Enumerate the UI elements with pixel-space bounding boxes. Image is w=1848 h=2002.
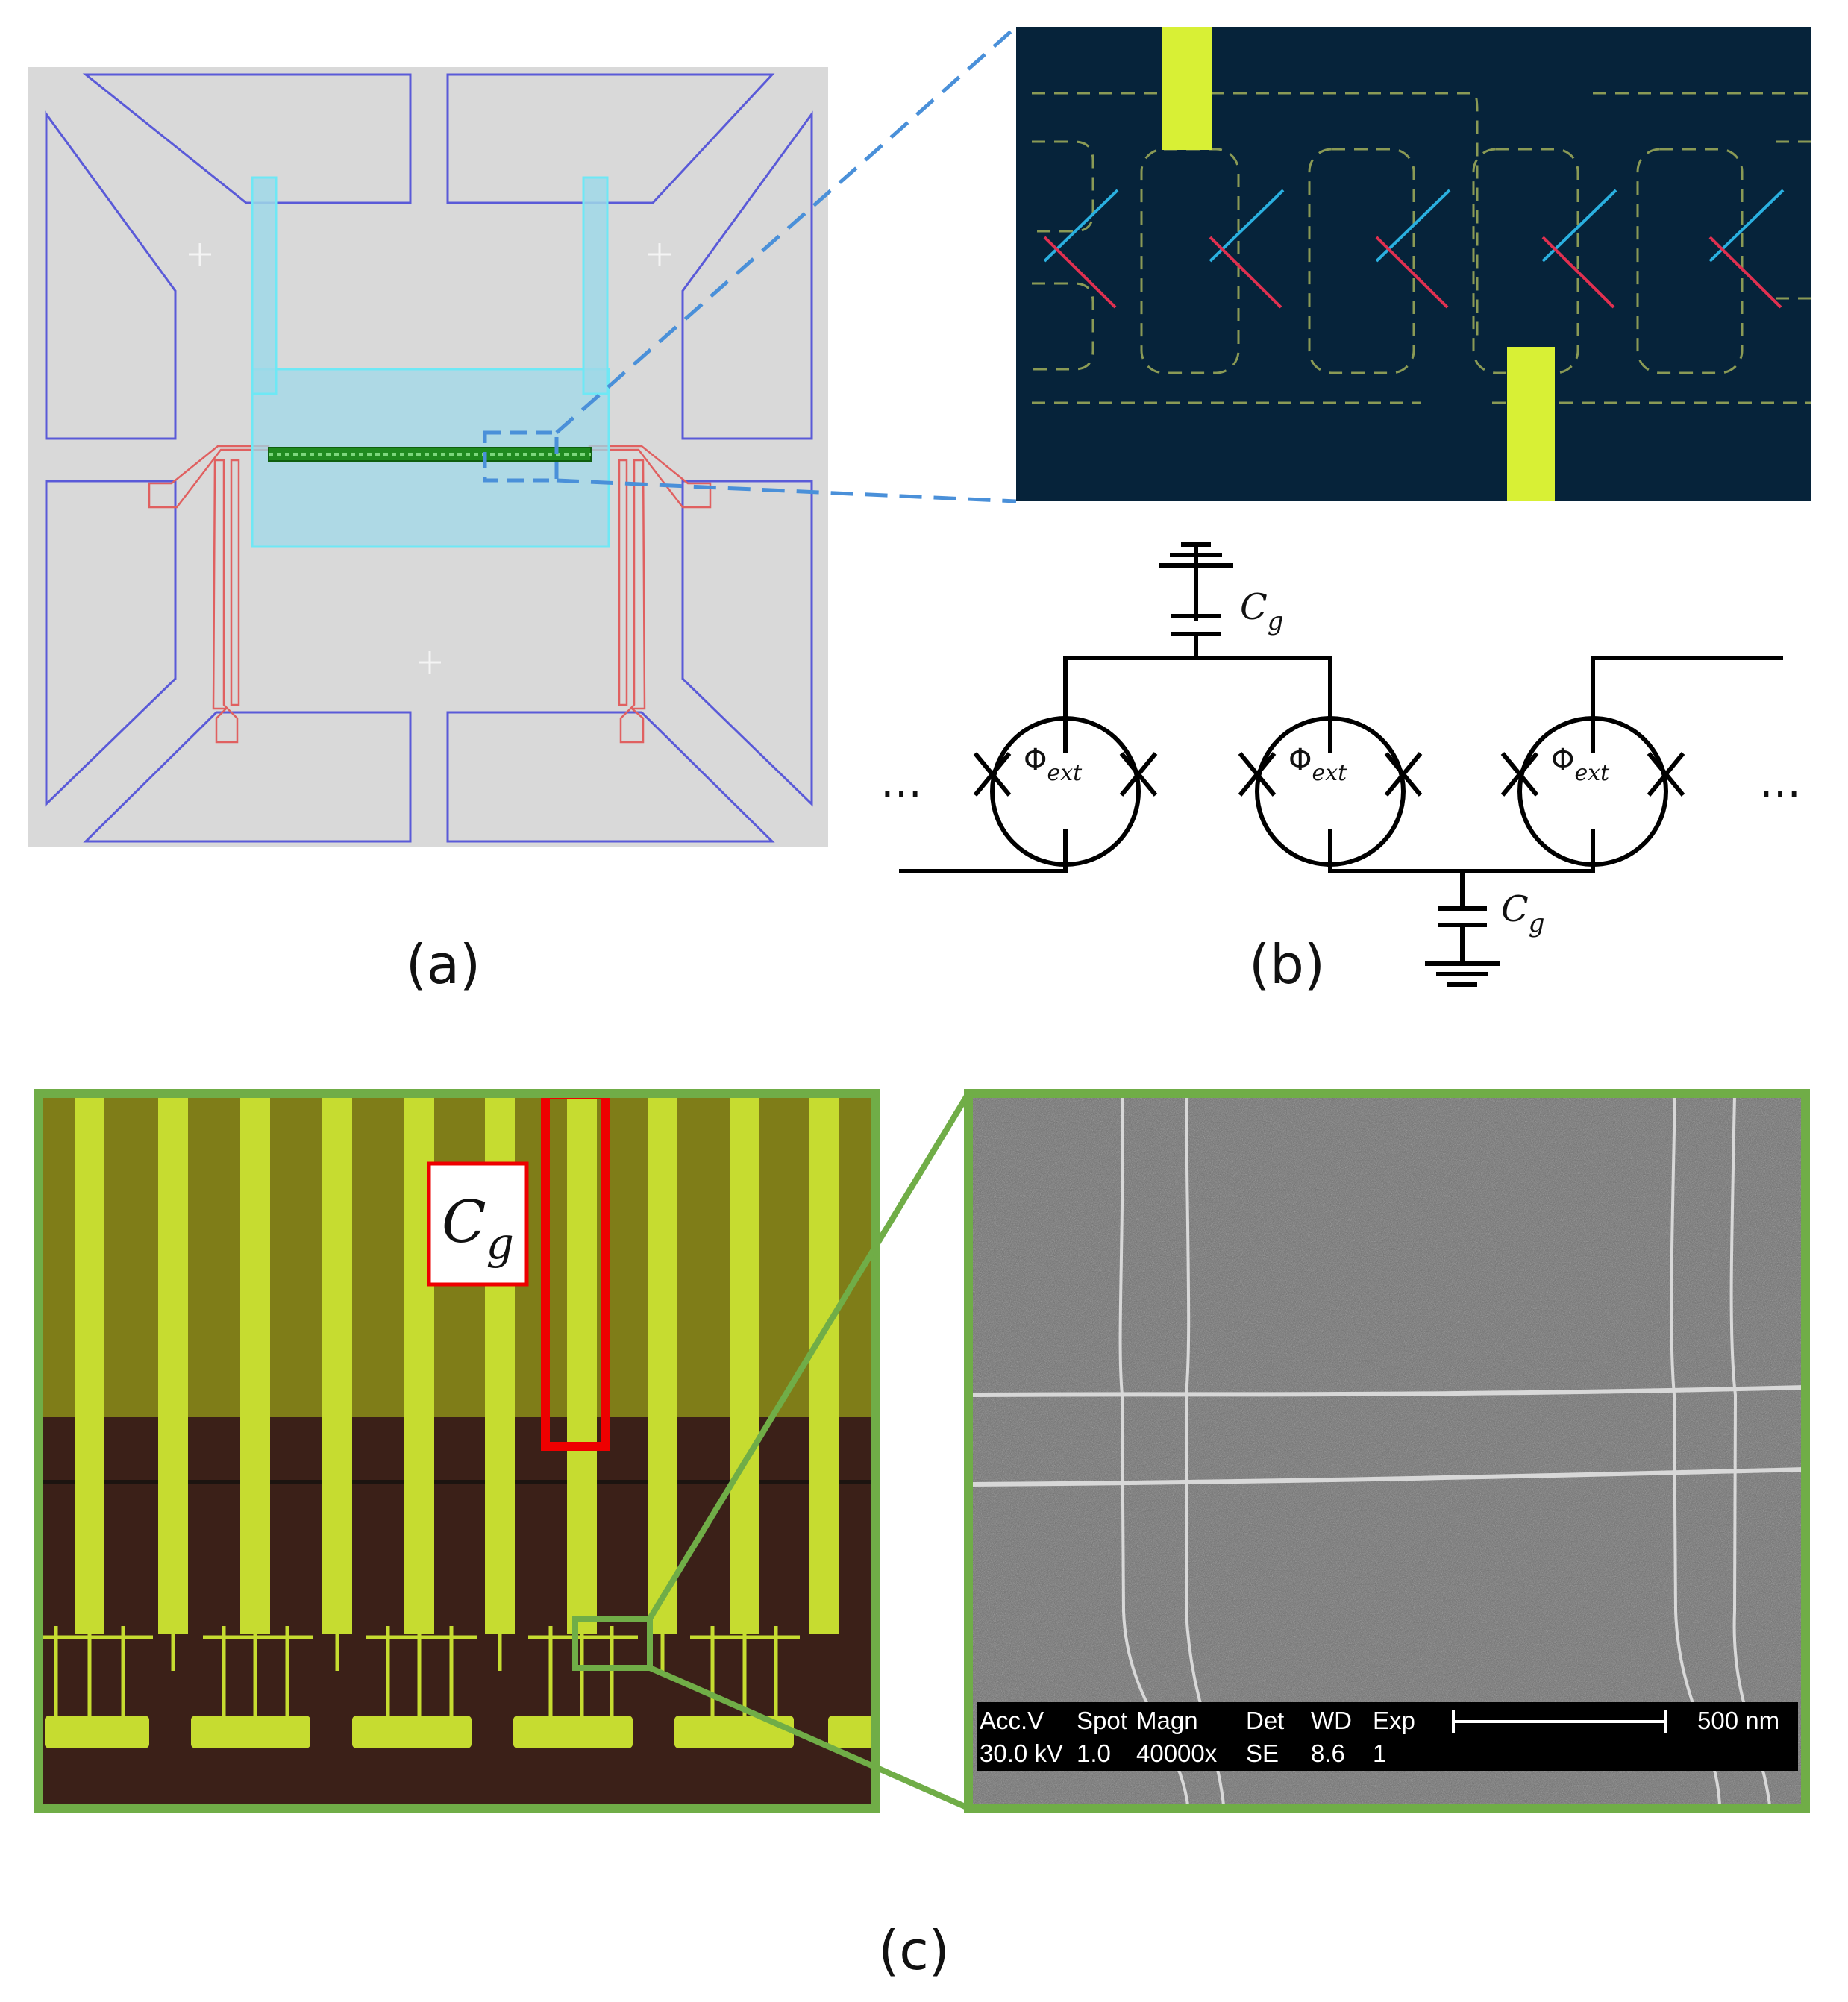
sem-scale-bar — [1452, 1710, 1667, 1733]
top-bridge — [1063, 656, 1332, 753]
svg-text:Acc.V: Acc.V — [980, 1707, 1044, 1734]
junction-wires — [41, 1626, 800, 1716]
panel-b-labels: Cg Cg Φext Φext Φext … … (b) — [880, 586, 1801, 996]
svg-text:Spot: Spot — [1077, 1707, 1127, 1734]
capacitor-bottom — [1438, 906, 1487, 927]
cap-label-top: Cg — [1240, 586, 1284, 636]
junction-pads — [45, 1716, 873, 1748]
sem-zoom-marker — [572, 1616, 653, 1671]
sem-info-header: Acc.V Spot Magn Det WD Exp — [980, 1707, 1415, 1734]
capacitor-finger-bottom — [1507, 347, 1555, 501]
flux-label-2: Φext — [1288, 743, 1347, 786]
capacitor-top — [1171, 614, 1221, 636]
svg-text:8.6: 8.6 — [1311, 1739, 1345, 1767]
bond-pad-bottom-right — [446, 711, 775, 843]
ellipsis-left: … — [880, 759, 922, 807]
sem-frame — [964, 1089, 1810, 1813]
flux-label-1: Φext — [1024, 743, 1083, 786]
sem-zoom-connectors — [647, 1091, 971, 1811]
ground-top — [1159, 542, 1233, 568]
capacitor-finger-top — [1162, 27, 1212, 150]
sem-info-values: 30.0 kV 1.0 40000x SE 8.6 1 — [980, 1739, 1386, 1767]
bond-pad-top-left — [82, 73, 412, 204]
svg-text:30.0 kV: 30.0 kV — [980, 1739, 1063, 1767]
cg-annotation-box — [427, 1161, 529, 1287]
bond-pad-right-upper — [681, 110, 813, 440]
junction-crosses — [973, 752, 1685, 797]
svg-text:1.0: 1.0 — [1077, 1739, 1111, 1767]
svg-text:Magn: Magn — [1136, 1707, 1198, 1734]
panel-a-layout — [28, 67, 828, 847]
sem-scale-label: 500 nm — [1697, 1707, 1779, 1734]
panel-c-optical: Cg — [34, 1089, 880, 1813]
sem-noise — [968, 1093, 1805, 1808]
junction-chain — [268, 447, 592, 462]
sem-info-bar — [977, 1702, 1798, 1771]
cap-label-bottom: Cg — [1501, 888, 1545, 938]
panel-b-label: (b) — [1249, 933, 1325, 996]
panel-a-label: (a) — [406, 933, 480, 996]
cg-annotation-text: Cg — [442, 1189, 514, 1269]
zoom-inset — [1016, 27, 1811, 501]
bond-pad-top-right — [446, 73, 775, 204]
panel-b-circuit — [899, 542, 1783, 987]
bond-pad-right-lower — [681, 480, 813, 807]
top-right-wire — [1591, 656, 1783, 753]
svg-text:Det: Det — [1246, 1707, 1284, 1734]
alignment-marks — [189, 243, 671, 674]
josephson-junctions — [1043, 189, 1785, 309]
svg-text:1: 1 — [1373, 1739, 1386, 1767]
bottom-left-wire — [899, 829, 1068, 873]
svg-text:Exp: Exp — [1373, 1707, 1415, 1734]
flux-label-3: Φext — [1551, 743, 1610, 786]
svg-text:40000x: 40000x — [1136, 1739, 1218, 1767]
svg-text:SE: SE — [1246, 1739, 1279, 1767]
panel-c-label: (c) — [878, 1919, 950, 1982]
panel-c-sem: Acc.V Spot Magn Det WD Exp 30.0 kV 1.0 4… — [964, 1089, 1810, 1813]
squid-loop-2 — [1255, 716, 1406, 867]
red-leads — [148, 445, 712, 744]
svg-text:WD: WD — [1311, 1707, 1352, 1734]
bond-pad-bottom-left — [83, 711, 412, 843]
bond-pad-left-upper — [45, 110, 177, 440]
squid-loop-3 — [1517, 716, 1668, 867]
bond-pads — [45, 73, 813, 843]
bond-pad-left-lower — [45, 480, 177, 807]
ground-bottom — [1425, 961, 1500, 987]
zoom-region-marker — [483, 430, 559, 483]
optical-frame — [34, 1089, 880, 1813]
capacitor-fingers — [75, 1096, 839, 1634]
zoom-connectors — [555, 25, 1018, 503]
ellipsis-right: … — [1759, 759, 1801, 807]
squid-loop-1 — [990, 716, 1141, 867]
